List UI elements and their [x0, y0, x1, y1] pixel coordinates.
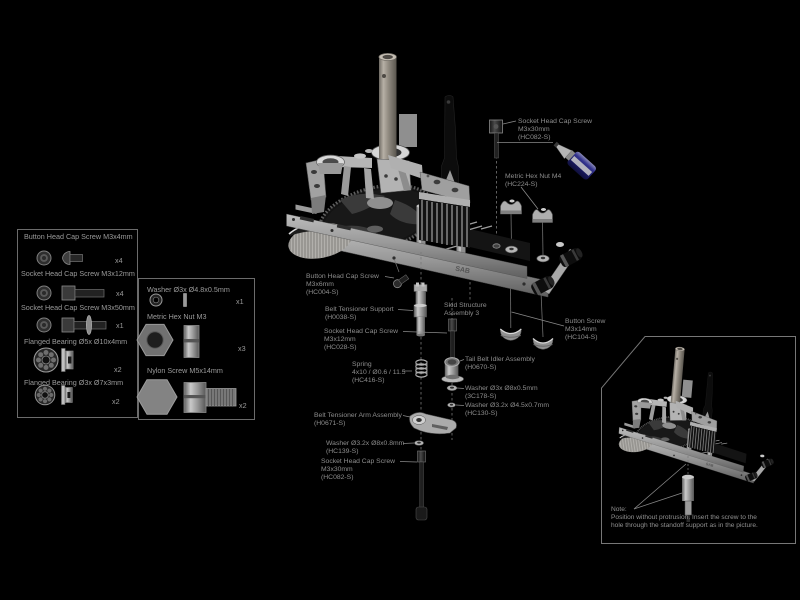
svg-text:M3x12mm: M3x12mm [324, 336, 356, 343]
svg-text:Socket Head Cap Screw: Socket Head Cap Screw [321, 458, 395, 465]
svg-text:x1: x1 [236, 297, 244, 306]
svg-text:(H0671-S): (H0671-S) [314, 420, 345, 427]
svg-text:M3x30mm: M3x30mm [518, 126, 550, 133]
svg-text:Assembly 3: Assembly 3 [444, 310, 479, 317]
svg-text:(H0038-S): (H0038-S) [325, 314, 356, 321]
svg-text:Position without protrusion. I: Position without protrusion. Insert the … [611, 514, 757, 521]
svg-text:Belt Tensioner Arm Assembly: Belt Tensioner Arm Assembly [314, 412, 402, 419]
svg-text:(3C178-S): (3C178-S) [465, 393, 496, 400]
svg-text:(HC082-S): (HC082-S) [518, 134, 550, 141]
svg-text:Flanged Bearing Ø3x Ø7x3mm: Flanged Bearing Ø3x Ø7x3mm [24, 378, 123, 387]
svg-text:(HC004-S): (HC004-S) [306, 289, 338, 296]
svg-text:hole through the standoff supp: hole through the standoff support as in … [611, 522, 758, 529]
svg-text:Belt Tensioner Support: Belt Tensioner Support [325, 306, 394, 313]
svg-text:x2: x2 [112, 397, 120, 406]
svg-text:(HC130-S): (HC130-S) [465, 410, 497, 417]
svg-text:x4: x4 [115, 256, 123, 265]
svg-text:Button Head Cap Screw M3x4mm: Button Head Cap Screw M3x4mm [24, 232, 133, 241]
svg-text:Metric Hex Nut M3: Metric Hex Nut M3 [147, 312, 207, 321]
svg-text:Washer Ø3.2x Ø4.5x0.7mm: Washer Ø3.2x Ø4.5x0.7mm [465, 402, 549, 409]
svg-text:Socket Head Cap Screw: Socket Head Cap Screw [518, 118, 592, 125]
svg-text:SAB: SAB [455, 266, 471, 276]
svg-text:x3: x3 [238, 344, 246, 353]
svg-text:Skid Structure: Skid Structure [444, 302, 487, 309]
svg-text:Button Screw: Button Screw [565, 318, 606, 325]
svg-text:M3x30mm: M3x30mm [321, 466, 353, 473]
svg-text:Washer Ø3x Ø4.8x0.5mm: Washer Ø3x Ø4.8x0.5mm [147, 285, 230, 294]
svg-text:x4: x4 [116, 289, 124, 298]
svg-text:Washer Ø3x Ø8x0.5mm: Washer Ø3x Ø8x0.5mm [465, 385, 538, 392]
svg-text:(HC104-S): (HC104-S) [565, 334, 597, 341]
svg-text:4x10 / Ø0.6 / 11.5: 4x10 / Ø0.6 / 11.5 [352, 369, 406, 376]
svg-text:Socket Head Cap Screw M3x12mm: Socket Head Cap Screw M3x12mm [21, 269, 135, 278]
svg-text:Note:: Note: [611, 506, 627, 513]
svg-text:Socket Head Cap Screw M3x50mm: Socket Head Cap Screw M3x50mm [21, 303, 135, 312]
svg-text:x2: x2 [114, 365, 122, 374]
svg-text:(HC139-S): (HC139-S) [326, 448, 358, 455]
svg-text:(HC028-S): (HC028-S) [324, 344, 356, 351]
svg-text:(H0670-S): (H0670-S) [465, 364, 496, 371]
svg-text:Button Head Cap Screw: Button Head Cap Screw [306, 273, 379, 280]
svg-text:Spring: Spring [352, 361, 372, 368]
svg-text:Washer Ø3.2x Ø8x0.8mm: Washer Ø3.2x Ø8x0.8mm [326, 440, 405, 447]
svg-text:Metric Hex Nut M4: Metric Hex Nut M4 [505, 173, 561, 180]
svg-text:x1: x1 [116, 321, 124, 330]
svg-text:Flanged Bearing Ø5x Ø10x4mm: Flanged Bearing Ø5x Ø10x4mm [24, 337, 127, 346]
svg-text:(HC082-S): (HC082-S) [321, 474, 353, 481]
svg-text:x2: x2 [239, 401, 247, 410]
svg-text:Tail Belt Idler Assembly: Tail Belt Idler Assembly [465, 356, 535, 363]
svg-text:(HC224-S): (HC224-S) [505, 181, 537, 188]
svg-text:M3x14mm: M3x14mm [565, 326, 597, 333]
svg-text:(HC416-S): (HC416-S) [352, 377, 384, 384]
svg-text:Socket Head Cap Screw: Socket Head Cap Screw [324, 328, 398, 335]
svg-text:M3x6mm: M3x6mm [306, 281, 334, 288]
svg-text:Nylon Screw M5x14mm: Nylon Screw M5x14mm [147, 366, 223, 375]
